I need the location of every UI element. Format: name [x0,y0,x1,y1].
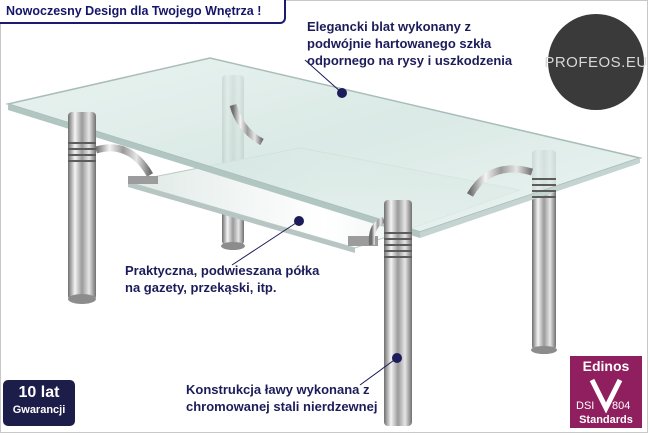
frame-pointer-dot [392,353,402,363]
callout-shelf-line-1: Praktyczna, podwieszana półka [125,263,320,278]
warranty-label: Gwarancji [12,404,66,416]
edinos-name: Edinos [582,358,630,374]
edinos-check-mark-icon [589,378,623,414]
front-left-leg [68,112,96,300]
callout-glass-line-2: podwójnie hartowanego szkła [307,36,492,51]
header-tab: Nowoczesny Design dla Twojego Wnętrza ! [0,0,286,24]
callout-frame-line-2: chromowanej stali nierdzewnej [186,399,378,414]
edinos-dsi: DSI [576,400,595,412]
callout-shelf-line-2: na gazety, przekąski, itp. [125,280,277,295]
callout-glass-line-1: Elegancki blat wykonany z [307,19,471,34]
warranty-years: 10 lat [18,384,60,401]
callout-glass-top: Elegancki blat wykonany z podwójnie hart… [307,18,512,69]
edinos-804: 804 [612,400,631,412]
shelf-pointer-dot [294,216,304,226]
warranty-badge: 10 lat Gwarancji [3,380,75,426]
edinos-badge: Edinos DSI 804 Standards [570,356,642,428]
logo-text: PROFEOS.EU [544,53,648,71]
header-title: Nowoczesny Design dla Twojego Wnętrza ! [6,4,262,18]
back-right-leg [532,150,556,350]
glass-pointer-dot [337,88,347,98]
edinos-standards: Standards [579,414,633,426]
callout-frame: Konstrukcja ławy wykonana z chromowanej … [186,381,377,415]
callout-shelf: Praktyczna, podwieszana półka na gazety,… [125,262,319,296]
profeos-logo: PROFEOS.EU [544,14,647,110]
callout-frame-line-1: Konstrukcja ławy wykonana z [186,382,370,397]
callout-glass-line-3: odpornego na rysy i uszkodzenia [307,53,513,68]
